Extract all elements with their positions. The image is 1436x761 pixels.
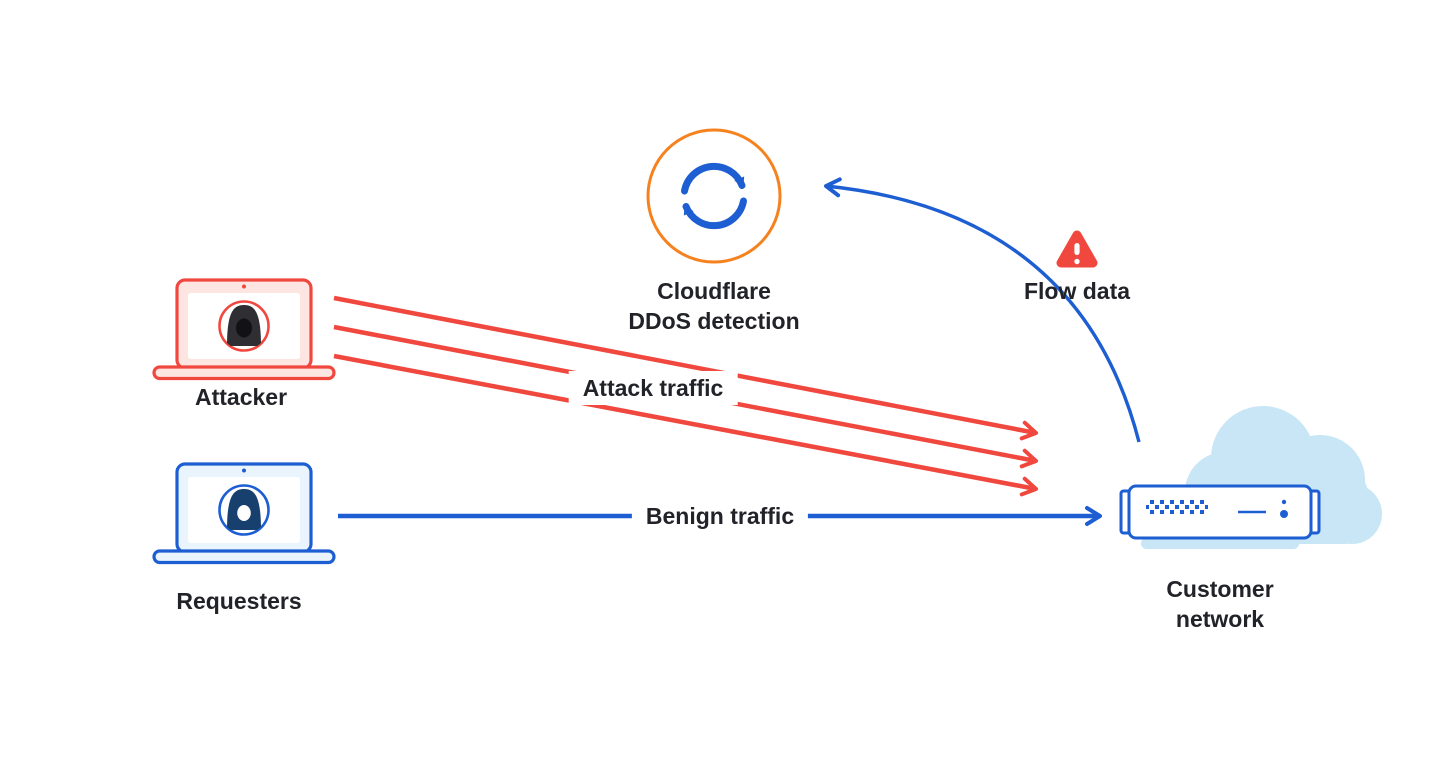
benign-traffic-label: Benign traffic (631, 499, 809, 533)
server-icon (1119, 484, 1321, 549)
attacker-laptop-base (152, 365, 336, 381)
customer-network-label: Customer network (1166, 574, 1273, 634)
sync-refresh-icon (681, 162, 747, 230)
requester-laptop-base (152, 549, 336, 565)
requesters-label: Requesters (176, 588, 302, 614)
warning-exclamation-dot (1074, 258, 1080, 265)
warning-triangle-icon (1056, 230, 1098, 268)
attack-traffic-label: Attack traffic (568, 371, 738, 405)
detector-label-line1: Cloudflare (657, 278, 771, 304)
detector-label: Cloudflare DDoS detection (628, 276, 799, 336)
user-laptop-icon (152, 462, 336, 565)
customer-network-line1: Customer (1166, 576, 1274, 602)
requester-face (237, 505, 251, 521)
attack-arrow-3 (333, 353, 1038, 497)
sync-arc-top (681, 162, 746, 195)
attacker-avatar (218, 300, 270, 352)
flow-data-label: Flow data (1023, 278, 1131, 304)
detector-circle (646, 128, 782, 264)
attack-arrow-1 (333, 295, 1038, 441)
detector-label-line2: DDoS detection (628, 308, 800, 334)
flow-data-arrow (824, 177, 1141, 443)
warning-exclamation-bar (1074, 243, 1080, 255)
server-dot-grid (1146, 500, 1208, 514)
customer-network-line2: network (1175, 606, 1265, 632)
server-led-small (1281, 499, 1287, 505)
attacker-laptop-icon (152, 278, 336, 381)
attacker-label: Attacker (194, 384, 288, 410)
server-body (1127, 484, 1313, 540)
attacker-camera-dot (242, 284, 246, 289)
requester-avatar (218, 484, 270, 536)
sync-arc-bottom (682, 197, 747, 230)
attacker-face (236, 318, 252, 338)
server-base (1141, 538, 1299, 549)
server-led-big (1280, 510, 1288, 518)
requester-camera-dot (242, 468, 246, 473)
